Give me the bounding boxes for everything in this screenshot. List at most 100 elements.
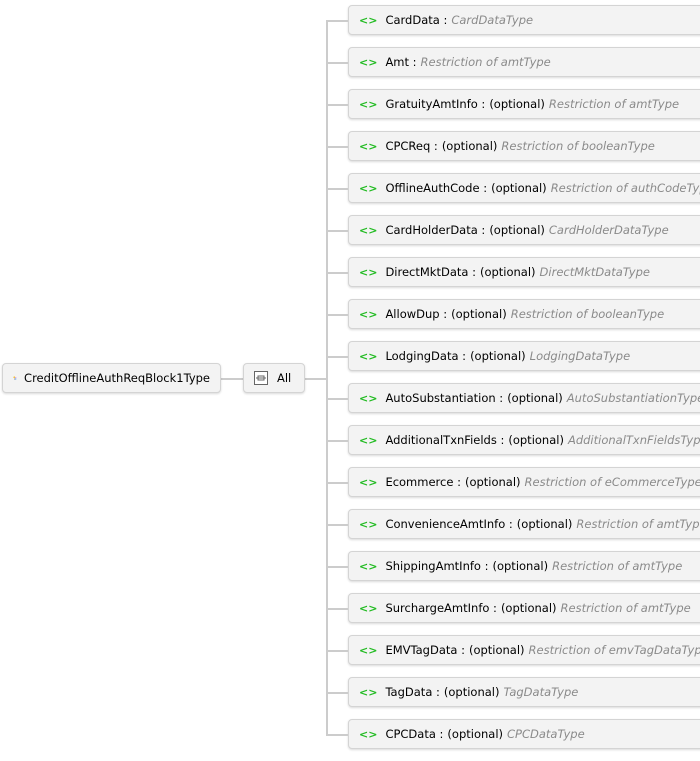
element-node[interactable]: <> EMVTagData : (optional) Restriction o… [348,635,700,665]
element-icon: <> [359,139,378,153]
element-node[interactable]: <> ConvenienceAmtInfo : (optional) Restr… [348,509,700,539]
connector [326,440,348,442]
element-node[interactable]: <> LodgingData : (optional) LodgingDataT… [348,341,700,371]
element-optional: (optional) [489,223,545,237]
connector [326,398,348,400]
element-optional: (optional) [441,139,498,153]
all-group-label: All [277,371,292,385]
connector [326,482,348,484]
connector [326,608,348,610]
element-type: CPCDataType [507,727,585,741]
element-type: AdditionalTxnFieldsType [567,433,700,447]
element-node[interactable]: <> AdditionalTxnFields : (optional) Addi… [348,425,700,455]
element-name: GratuityAmtInfo : [385,97,486,111]
element-type: TagDataType [503,685,579,699]
element-icon: <> [359,349,378,363]
all-group-node[interactable]: All [243,363,305,393]
connector [326,230,348,232]
element-type: Restriction of booleanType [510,307,665,321]
element-type: Restriction of amtType [548,97,680,111]
element-node[interactable]: <> CPCData : (optional) CPCDataType [348,719,700,749]
element-node[interactable]: <> TagData : (optional) TagDataType [348,677,700,707]
connector [326,188,348,190]
element-optional: (optional) [516,517,573,531]
element-type: Restriction of amtType [420,55,551,69]
root-type-label: CreditOfflineAuthReqBlock1Type [24,371,210,385]
root-type-node[interactable]: CreditOfflineAuthReqBlock1Type [2,363,221,393]
connector [326,104,348,106]
element-node[interactable]: <> GratuityAmtInfo : (optional) Restrict… [348,89,700,119]
element-icon: <> [359,643,378,657]
element-type: Restriction of emvTagDataType [528,643,700,657]
element-node[interactable]: <> SurchargeAmtInfo : (optional) Restric… [348,593,700,623]
element-name: CardData : [385,13,448,27]
element-type: Restriction of amtType [560,601,691,615]
element-node[interactable]: <> Amt : Restriction of amtType [348,47,700,77]
element-name: AllowDup : [385,307,448,321]
element-node[interactable]: <> AllowDup : (optional) Restriction of … [348,299,700,329]
element-node[interactable]: <> OfflineAuthCode : (optional) Restrict… [348,173,700,203]
connector [326,524,348,526]
connector-trunk [326,20,328,736]
element-node[interactable]: <> CPCReq : (optional) Restriction of bo… [348,131,700,161]
element-optional: (optional) [507,391,563,405]
element-type: LodgingDataType [529,349,631,363]
element-type: Restriction of eCommerceType [524,475,700,489]
element-type: AutoSubstantiationType [566,391,700,405]
element-icon: <> [359,475,378,489]
element-name: CPCReq : [385,139,438,153]
connector [326,314,348,316]
element-icon: <> [359,433,378,447]
element-icon: <> [359,517,378,531]
element-name: ShippingAmtInfo : [385,559,489,573]
element-node[interactable]: <> DirectMktData : (optional) DirectMktD… [348,257,700,287]
element-icon: <> [359,265,378,279]
connector [305,378,326,380]
element-name: Amt : [385,55,417,69]
all-compositor-icon [254,371,268,385]
element-type: DirectMktDataType [539,265,650,279]
element-name: LodgingData : [385,349,467,363]
element-optional: (optional) [489,97,545,111]
element-icon: <> [359,391,378,405]
element-name: TagData : [385,685,440,699]
connector [326,20,348,22]
element-optional: (optional) [464,475,521,489]
element-optional: (optional) [491,181,547,195]
element-node[interactable]: <> Ecommerce : (optional) Restriction of… [348,467,700,497]
connector [326,356,348,358]
connector [326,62,348,64]
element-optional: (optional) [492,559,549,573]
element-optional: (optional) [479,265,536,279]
connector [326,566,348,568]
element-icon: <> [359,55,378,69]
connector [326,734,348,736]
element-type: Restriction of amtType [552,559,683,573]
element-optional: (optional) [470,349,526,363]
element-name: DirectMktData : [385,265,476,279]
element-icon: <> [359,559,378,573]
element-optional: (optional) [451,307,507,321]
element-name: OfflineAuthCode : [385,181,488,195]
element-icon: <> [359,97,378,111]
element-node[interactable]: <> CardData : CardDataType [348,5,700,35]
element-name: CPCData : [385,727,444,741]
element-type: CardHolderDataType [548,223,669,237]
element-node[interactable]: <> AutoSubstantiation : (optional) AutoS… [348,383,700,413]
element-name: Ecommerce : [385,475,461,489]
element-optional: (optional) [508,433,564,447]
element-optional: (optional) [468,643,525,657]
element-optional: (optional) [443,685,500,699]
element-icon: <> [359,601,378,615]
connector [326,146,348,148]
connector [221,378,243,380]
element-node[interactable]: <> ShippingAmtInfo : (optional) Restrict… [348,551,700,581]
element-name: ConvenienceAmtInfo : [385,517,513,531]
element-node[interactable]: <> CardHolderData : (optional) CardHolde… [348,215,700,245]
element-icon: <> [359,307,378,321]
connector [326,272,348,274]
element-type: CardDataType [451,13,534,27]
connector [326,650,348,652]
complex-type-icon [13,376,17,380]
element-icon: <> [359,181,378,195]
